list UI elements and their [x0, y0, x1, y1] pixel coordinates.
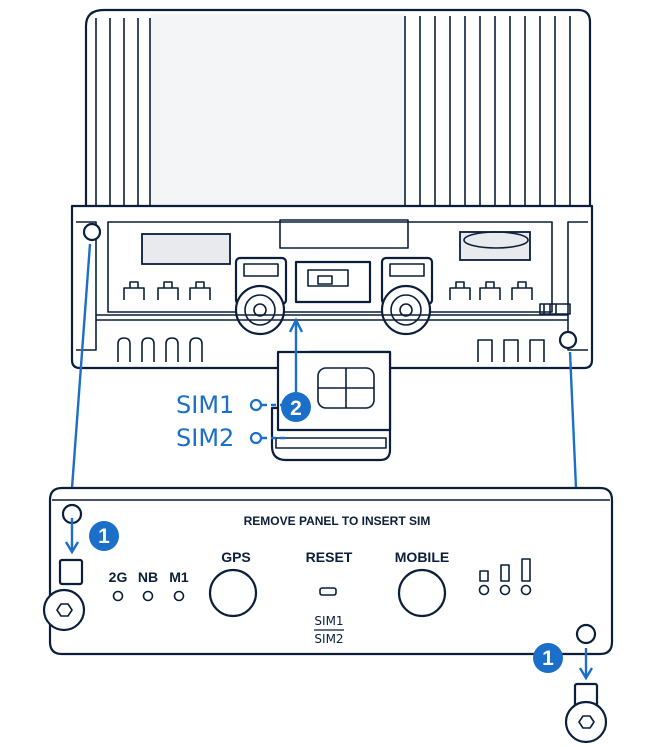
screw-left: [42, 518, 86, 632]
lower-vents: [117, 337, 545, 362]
signal-strength-indicators: [478, 558, 532, 596]
antenna-connector-left: [234, 256, 288, 336]
step-1-number-left: 1: [98, 525, 110, 548]
indicator-2g-label: 2G: [109, 569, 128, 585]
sim-switch-label-bottom: SIM2: [314, 632, 343, 646]
center-port: [294, 260, 372, 304]
step-2-number: 2: [290, 397, 302, 420]
indicator-m1-label: M1: [169, 569, 189, 585]
led-sockets-left: [123, 281, 211, 300]
mobile-label: MOBILE: [395, 549, 449, 565]
sim2-callout-label: SIM2: [176, 424, 234, 452]
left-heatsink-fins: [95, 18, 151, 212]
front-panel: REMOVE PANEL TO INSERT SIM 2G NB M1 GPS …: [48, 486, 614, 656]
led-2g: [112, 590, 124, 602]
coin-battery: [463, 231, 529, 249]
step-1-badge-left: 1: [89, 521, 119, 551]
step-1-number-right: 1: [542, 647, 554, 670]
panel-screw-hole-right: [575, 623, 597, 645]
step-1-badge-right: 1: [533, 643, 563, 673]
panel-title: REMOVE PANEL TO INSERT SIM: [244, 514, 431, 528]
housing-screw-hole-left: [82, 222, 102, 242]
housing-screw-hole-right: [558, 330, 578, 350]
screw-right: [564, 648, 608, 744]
sim1-callout-label: SIM1: [176, 391, 234, 419]
gps-antenna-port: [208, 568, 258, 618]
router-housing: [70, 8, 594, 370]
right-heatsink-fins: [404, 16, 571, 212]
gps-label: GPS: [221, 549, 251, 565]
reset-button[interactable]: [319, 587, 337, 596]
indicator-nb-label: NB: [138, 569, 158, 585]
network-indicators: 2G NB M1: [109, 569, 189, 602]
sim-switch-label-top: SIM1: [314, 614, 343, 628]
led-m1: [173, 590, 185, 602]
internal-connector-block: [141, 233, 231, 265]
mobile-antenna-port: [397, 568, 447, 618]
reset-label: RESET: [306, 549, 353, 565]
step-2-badge: 2: [281, 392, 311, 422]
led-sockets-right: [449, 281, 533, 300]
led-nb: [142, 590, 154, 602]
antenna-connector-right: [380, 256, 434, 336]
